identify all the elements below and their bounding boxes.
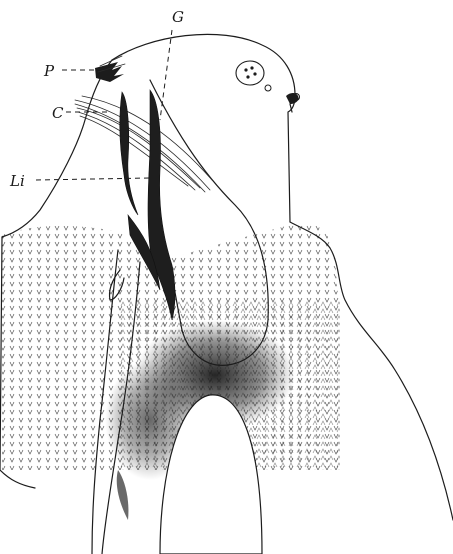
palp-bristles [95,56,125,82]
label-c: C [52,104,64,122]
label-li: Li [9,172,25,190]
label-g: G [172,8,184,26]
small-appendage [286,93,300,112]
label-p: P [43,62,55,80]
eye-structure [236,61,271,91]
cirri [75,96,212,192]
